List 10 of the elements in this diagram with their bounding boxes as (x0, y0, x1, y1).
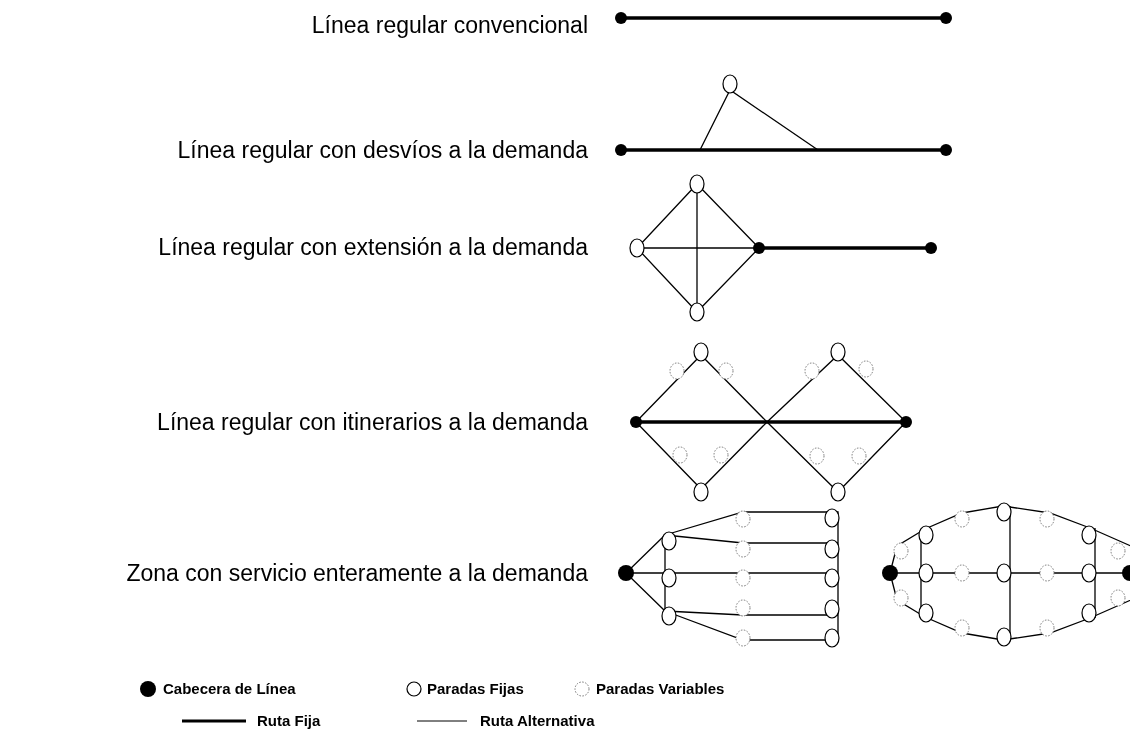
route-type-label: Línea regular con itinerarios a la demanda (157, 408, 588, 436)
legend-label: Cabecera de Línea (163, 680, 296, 698)
route-type-label: Zona con servicio enteramente a la demanda (126, 559, 588, 587)
legend-label: Ruta Alternativa (480, 712, 595, 730)
legend-label: Ruta Fija (257, 712, 321, 730)
legend-label: Paradas Fijas (427, 680, 524, 698)
route-type-label: Línea regular con desvíos a la demanda (177, 136, 588, 164)
route-type-label: Línea regular con extensión a la demanda (158, 233, 588, 261)
legend-label: Paradas Variables (596, 680, 725, 698)
route-type-label: Línea regular convencional (311, 11, 588, 39)
